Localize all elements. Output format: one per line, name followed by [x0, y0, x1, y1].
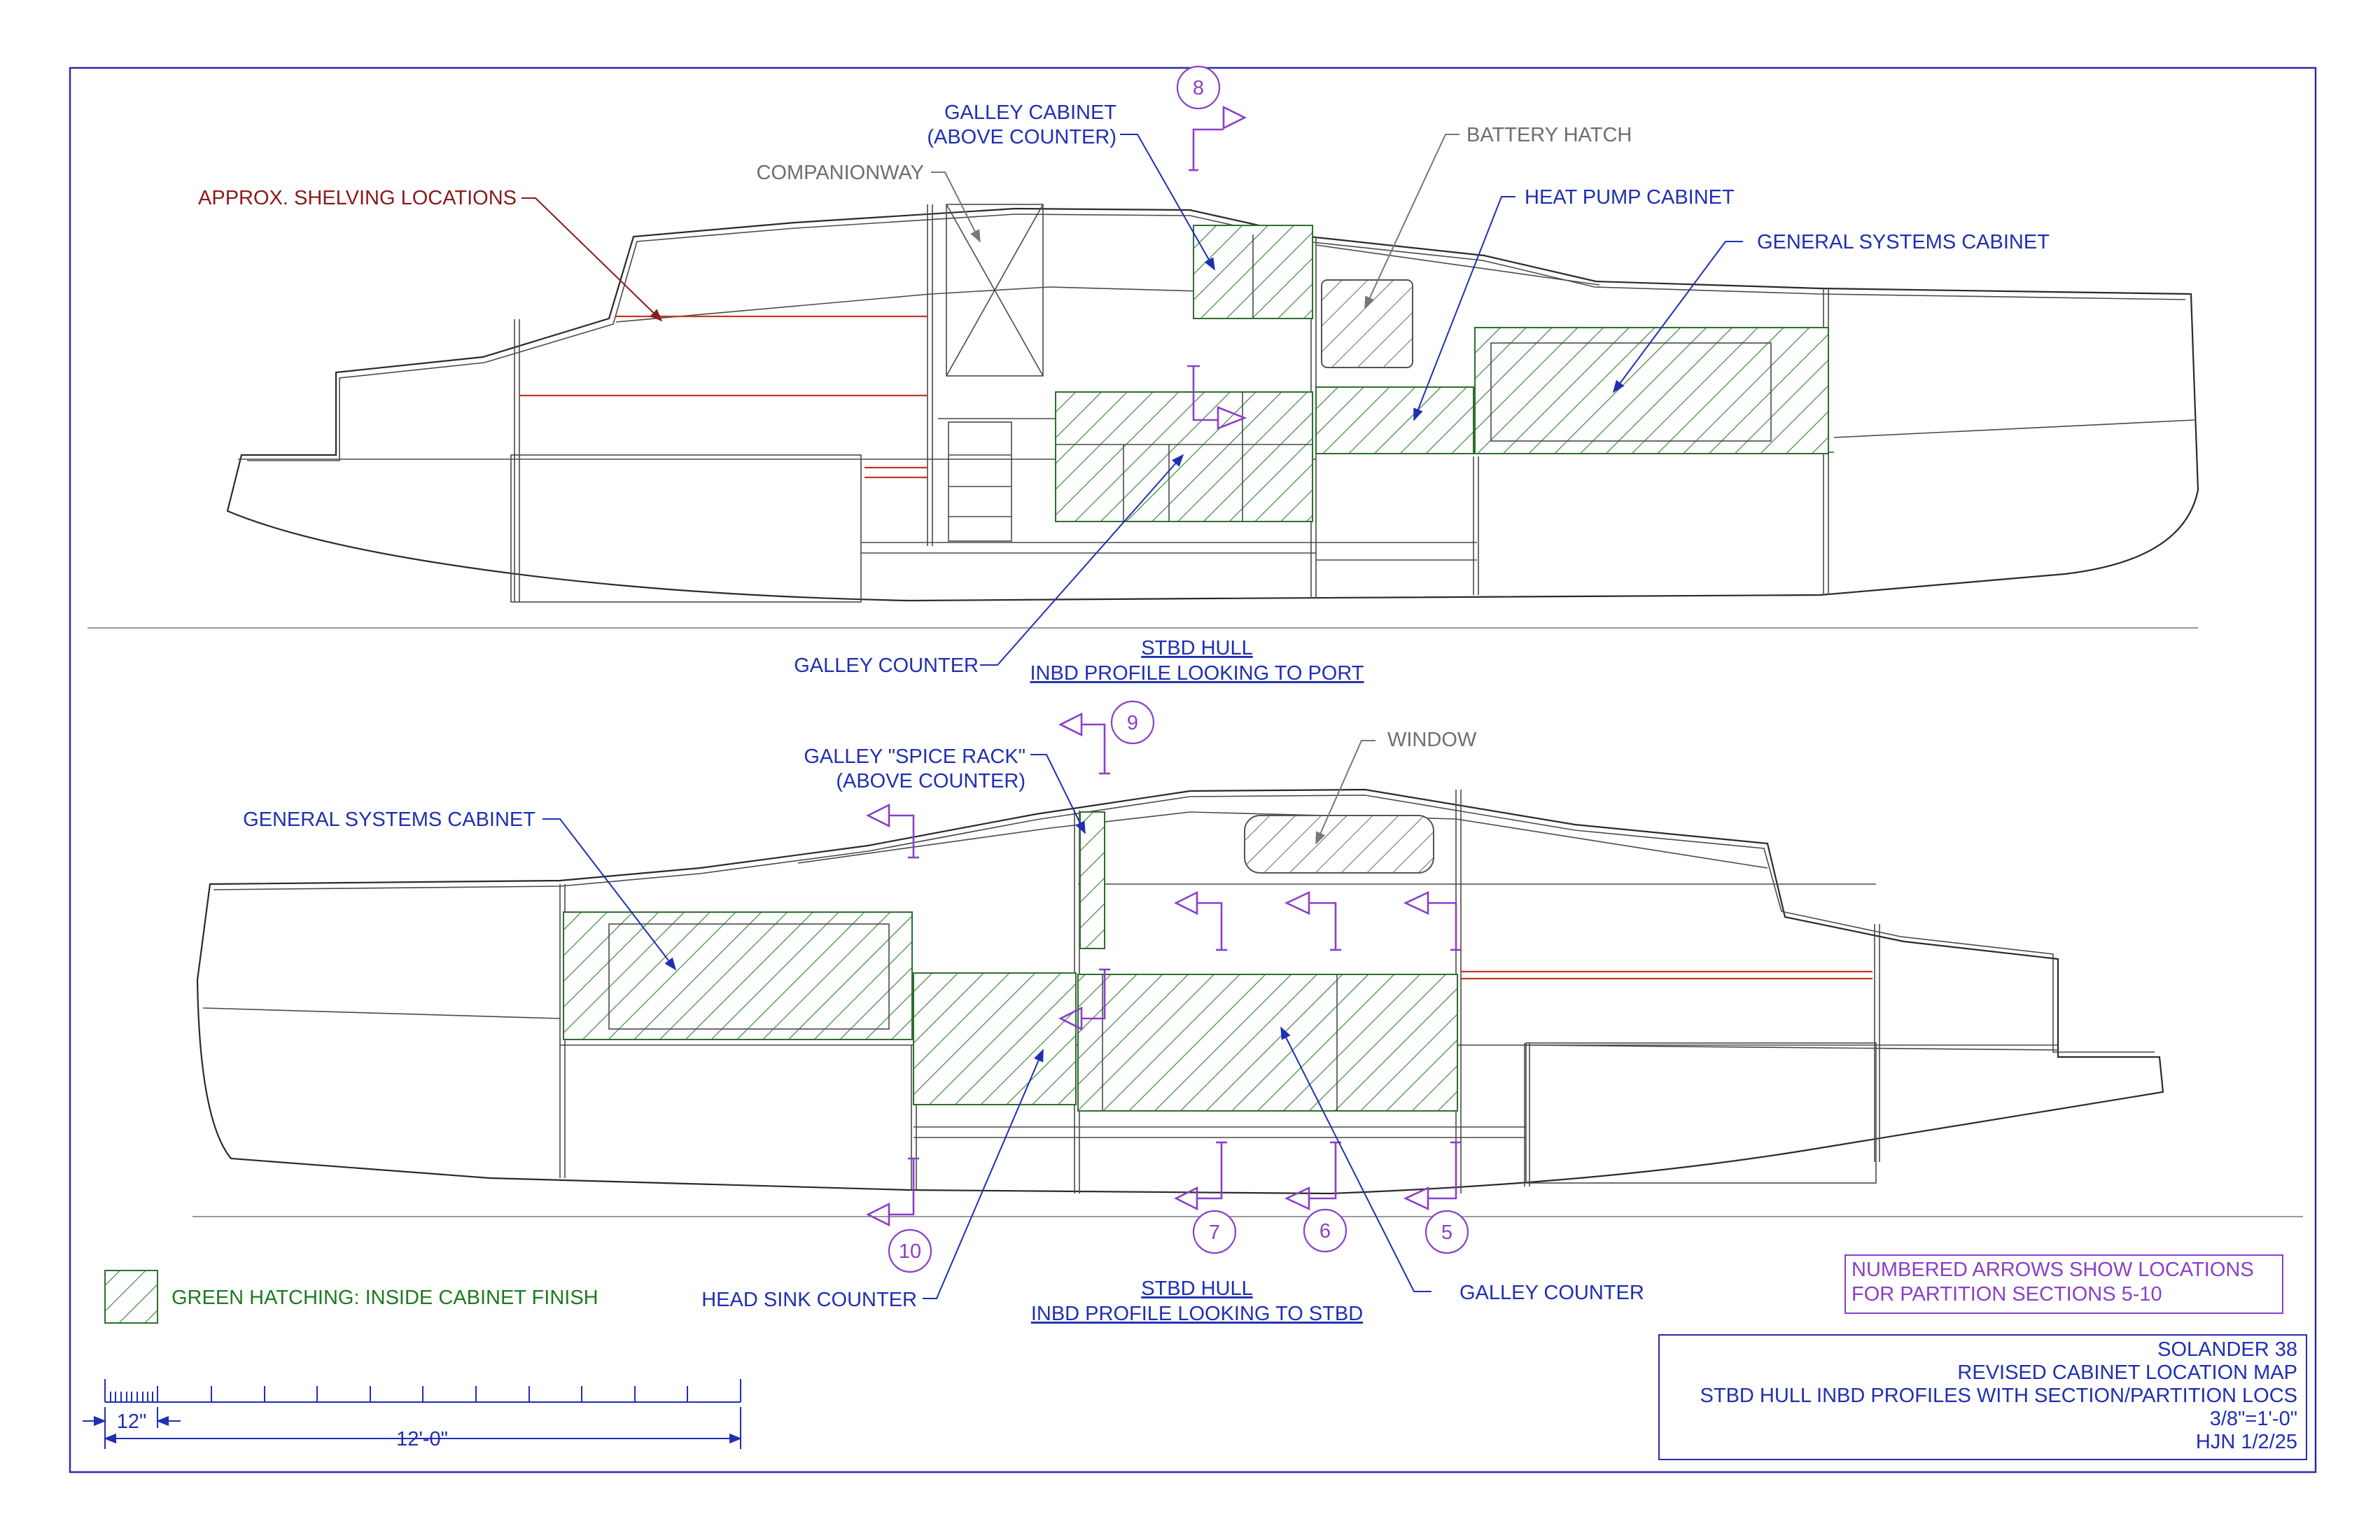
general-systems-cabinet-top	[1474, 327, 1829, 454]
title-block-line-4: 3/8"=1'-0"	[2210, 1408, 2297, 1430]
section-9-number: 9	[1127, 712, 1138, 734]
battery-hatch-label: BATTERY HATCH	[1466, 124, 1632, 146]
general-systems-label-top: GENERAL SYSTEMS CABINET	[1757, 231, 2050, 253]
title-block-line-2: REVISED CABINET LOCATION MAP	[1957, 1362, 2297, 1384]
arrows-note-box	[1844, 1254, 2283, 1314]
head-sink-label: HEAD SINK COUNTER	[701, 1289, 917, 1311]
companionway-label: COMPANIONWAY	[756, 162, 924, 184]
legend-hatch-swatch	[104, 1270, 158, 1324]
shelving-label: APPROX. SHELVING LOCATIONS	[198, 187, 517, 209]
section-5-number: 5	[1441, 1222, 1452, 1244]
title-block-line-5: HJN 1/2/25	[2196, 1431, 2297, 1453]
section-markers-bottom	[866, 700, 1469, 1273]
title-block-line-1: SOLANDER 38	[2157, 1338, 2297, 1361]
title-block-line-3: STBD HULL INBD PROFILES WITH SECTION/PAR…	[1700, 1385, 2297, 1407]
top-view-title-2: INBD PROFILE LOOKING TO PORT	[1030, 662, 1364, 685]
bottom-view-title-1: STBD HULL	[1141, 1278, 1253, 1300]
galley-spice-rack	[1079, 811, 1105, 949]
section-8-number: 8	[1193, 77, 1204, 99]
bottom-hull-profile	[192, 700, 2303, 1299]
spice-rack-label-2: (ABOVE COUNTER)	[836, 770, 1026, 792]
battery-hatch	[1321, 279, 1413, 368]
galley-cabinet-label: GALLEY CABINET	[944, 102, 1116, 124]
legend-hatching-label: GREEN HATCHING: INSIDE CABINET FINISH	[172, 1287, 598, 1309]
general-systems-cabinet-bottom	[563, 911, 913, 1040]
heat-pump-label: HEAT PUMP CABINET	[1525, 186, 1735, 209]
galley-counter-top	[1055, 391, 1313, 522]
galley-cabinet-label-2: (ABOVE COUNTER)	[927, 126, 1116, 148]
scale-long-label: 12'-0"	[396, 1428, 448, 1450]
section-10-number: 10	[899, 1240, 921, 1263]
title-block-box	[1658, 1334, 2307, 1460]
window-label: WINDOW	[1387, 729, 1477, 751]
scale-short-label: 12"	[117, 1410, 147, 1433]
arrows-note-line-1: NUMBERED ARROWS SHOW LOCATIONS	[1851, 1259, 2254, 1281]
galley-counter-label-bottom: GALLEY COUNTER	[1460, 1282, 1644, 1304]
general-systems-label-bottom: GENERAL SYSTEMS CABINET	[243, 808, 536, 831]
scale-bar	[83, 1379, 742, 1449]
head-sink-counter	[913, 972, 1077, 1105]
section-7-number: 7	[1209, 1222, 1220, 1244]
galley-counter-label-top: GALLEY COUNTER	[794, 654, 979, 677]
galley-counter-bottom	[1077, 974, 1458, 1112]
section-6-number: 6	[1320, 1220, 1331, 1242]
arrows-note-line-2: FOR PARTITION SECTIONS 5-10	[1851, 1283, 2162, 1306]
heat-pump-cabinet	[1315, 386, 1474, 454]
bottom-view-title-2: INBD PROFILE LOOKING TO STBD	[1031, 1303, 1363, 1325]
top-view-title-1: STBD HULL	[1141, 637, 1253, 659]
spice-rack-label: GALLEY "SPICE RACK"	[804, 746, 1026, 768]
top-hull-profile	[88, 65, 2199, 666]
window-glass	[1244, 815, 1434, 874]
section-8-marker	[1176, 65, 1247, 430]
